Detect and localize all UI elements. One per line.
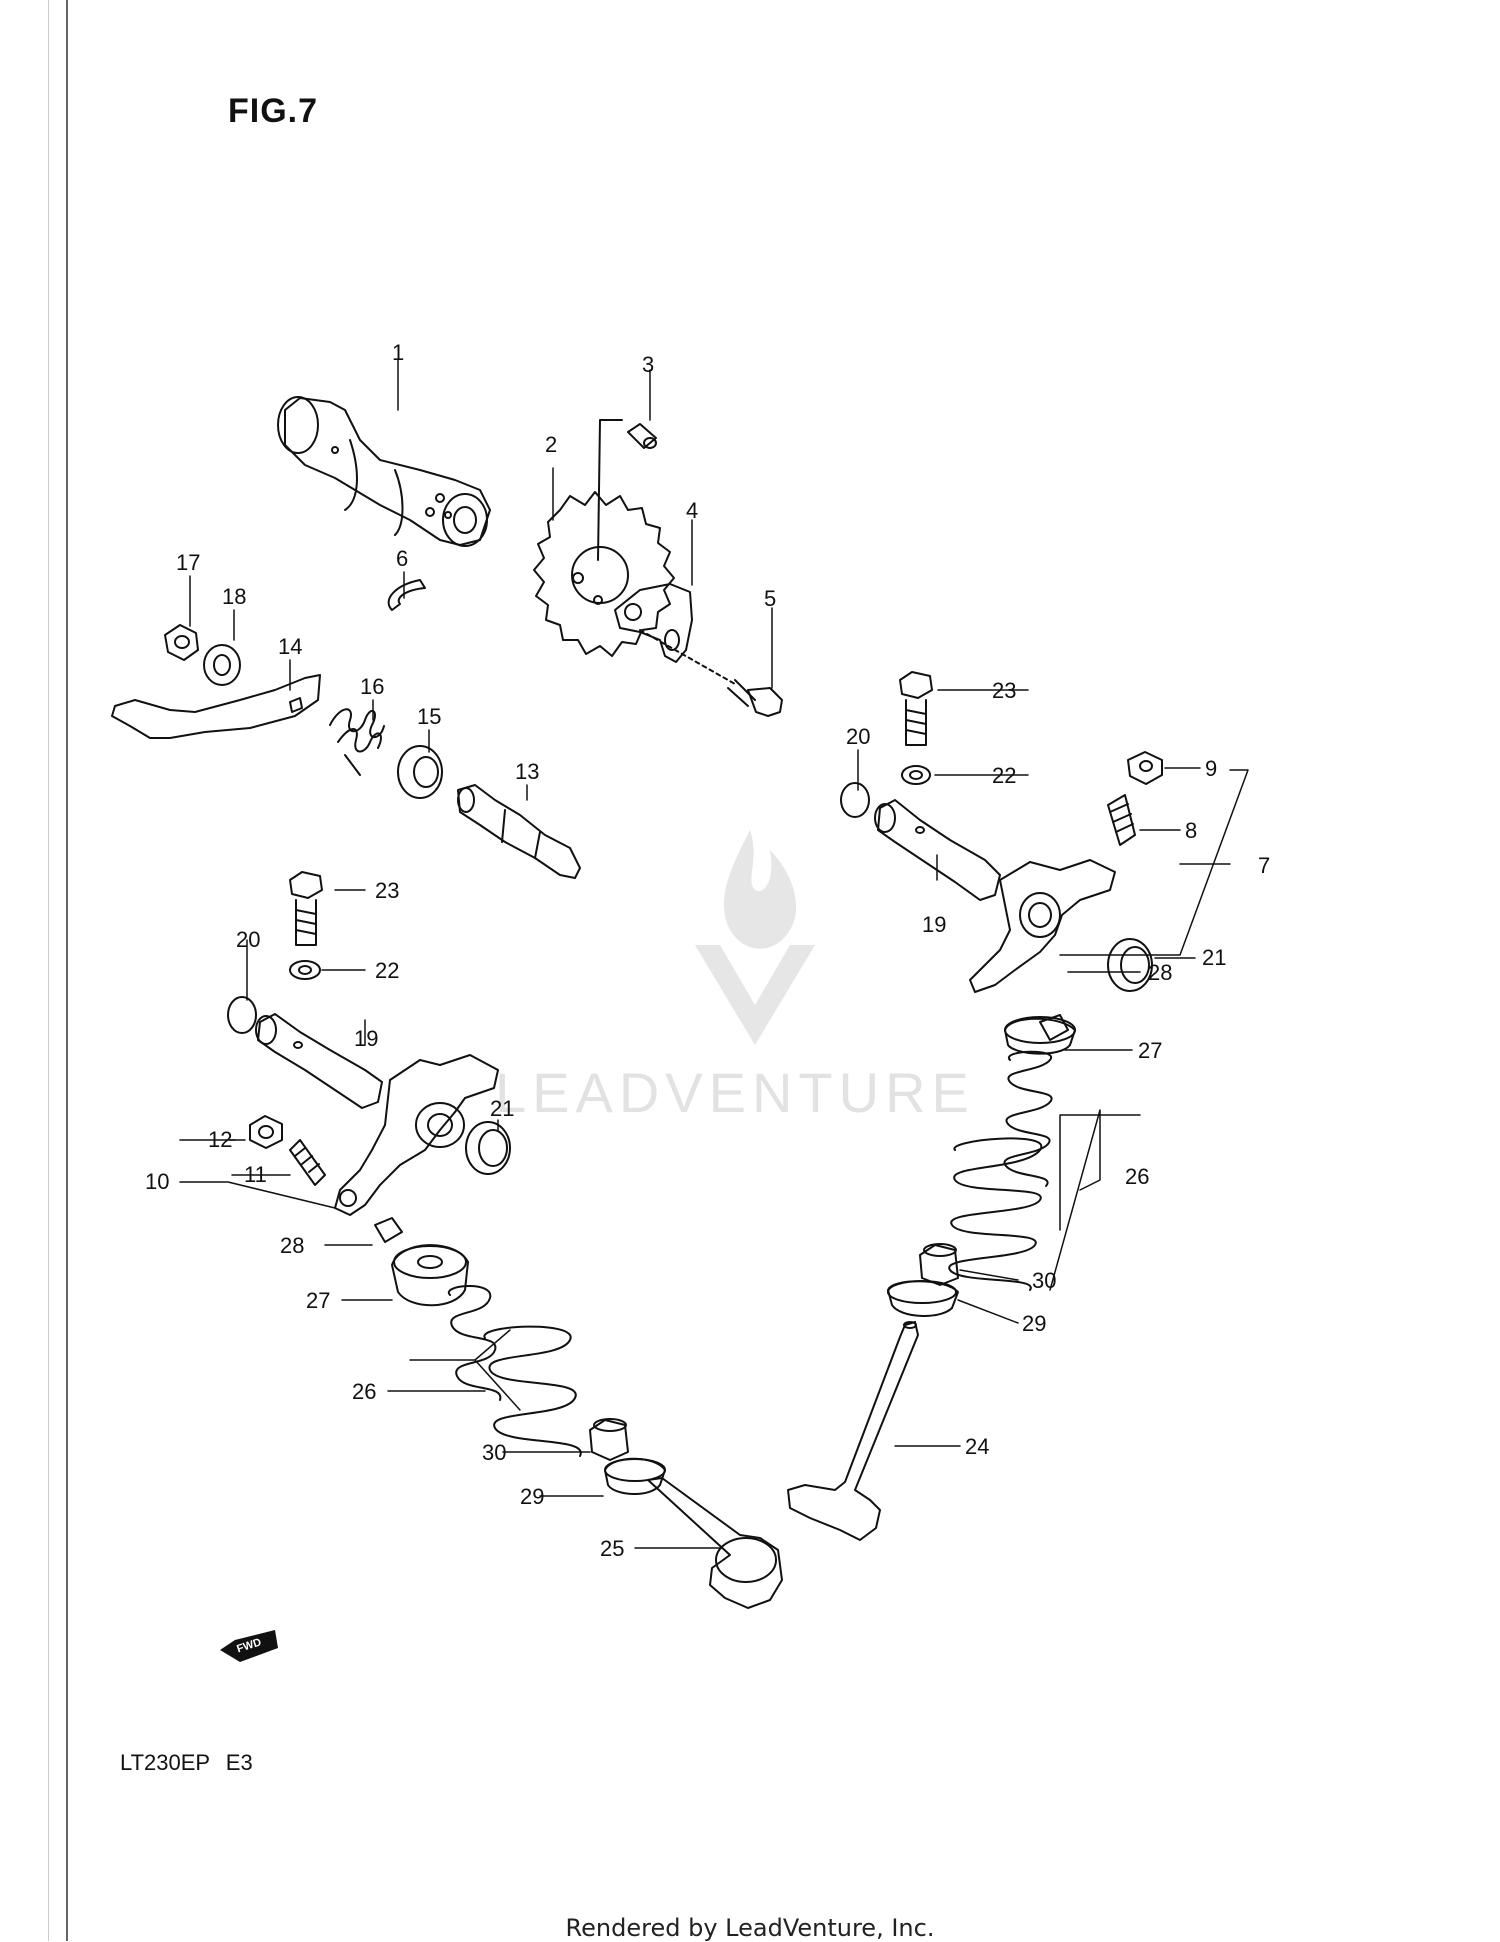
callout-10: 10 (145, 1169, 169, 1194)
callout-1: 1 (392, 340, 404, 365)
tappet-nut-right (1127, 751, 1163, 785)
rocker-shim-left (465, 1121, 511, 1175)
callout-5: 5 (764, 586, 776, 611)
washer-18 (203, 644, 241, 686)
valve-stem-seal-30-right (919, 1243, 959, 1286)
tappet-screw-right (1107, 794, 1136, 846)
spring-retainer-27-right (1004, 1016, 1076, 1055)
figure-title: FIG.7 (228, 92, 319, 130)
callout-2: 2 (545, 432, 557, 457)
callout-4: 4 (686, 498, 698, 523)
watermark-text: LEADVENTURE (495, 1061, 975, 1124)
callout-26-right: 26 (1125, 1164, 1149, 1189)
exhaust-valve-24 (787, 1321, 919, 1541)
callout-21-right: 21 (1202, 945, 1226, 970)
valve-springs-26-right (948, 1050, 1053, 1291)
scan-edge-line (48, 0, 49, 1941)
forward-direction-badge: FWD (220, 1630, 278, 1662)
callout-26-left: 26 (352, 1379, 376, 1404)
spring-seat-29-left (604, 1457, 666, 1495)
callout-19-right: 19 (922, 912, 946, 937)
rocker-shim-right (1107, 938, 1153, 992)
callout-15: 15 (417, 704, 441, 729)
callout-16: 16 (360, 674, 384, 699)
o-ring-20-right (840, 782, 870, 818)
spring-retainer-27-left (391, 1244, 469, 1307)
o-ring-20-left (227, 996, 257, 1034)
callout-27-right: 27 (1138, 1038, 1162, 1063)
decompression-shaft (457, 784, 581, 879)
page-margin-rule (66, 0, 68, 1941)
callout-13: 13 (515, 759, 539, 784)
rocker-shaft-right (874, 799, 1001, 901)
callout-7: 7 (1258, 853, 1270, 878)
leader-lines (179, 359, 1249, 1549)
model-code: LT230EP E3 (120, 1750, 253, 1775)
cam-sprocket-plate (614, 583, 693, 663)
callout-19-left: 19 (354, 1026, 378, 1051)
washer-22-left (289, 960, 321, 980)
callout-22-right: 22 (992, 763, 1016, 788)
rocker-shaft-left (255, 1013, 383, 1109)
callout-25: 25 (600, 1536, 624, 1561)
leader-3-to-sprocket (597, 419, 623, 561)
valve-springs-26-left (447, 1285, 582, 1457)
callout-29-left: 29 (520, 1484, 544, 1509)
callout-29-right: 29 (1022, 1311, 1046, 1336)
footer-credit: Rendered by LeadVenture, Inc. (565, 1914, 935, 1942)
callout-28-left: 28 (280, 1233, 304, 1258)
leadventure-watermark: LEADVENTURE (495, 830, 975, 1124)
callout-11: 11 (244, 1162, 267, 1187)
callout-17: 17 (176, 550, 200, 575)
callout-22-left: 22 (375, 958, 399, 983)
decompression-spring (329, 708, 385, 776)
rocker-arm-left (334, 1054, 499, 1216)
callout-28-right: 28 (1148, 960, 1172, 985)
rocker-shaft-bolt-right (899, 671, 933, 746)
tappet-screw-left (289, 1139, 326, 1186)
cam-clip (387, 579, 426, 611)
spring-seat-29-right (887, 1280, 959, 1317)
cam-sprocket-bolt (639, 629, 783, 717)
camshaft (277, 396, 491, 547)
callout-23-left: 23 (375, 878, 399, 903)
callout-9: 9 (1205, 756, 1217, 781)
rocker-arm-right (969, 859, 1116, 993)
oil-seal (397, 745, 443, 799)
decompression-lever (111, 674, 321, 739)
callout-24: 24 (965, 1434, 989, 1459)
callout-6: 6 (396, 546, 408, 571)
callout-18: 18 (222, 584, 246, 609)
washer-22-right (901, 765, 931, 785)
callout-20-right: 20 (846, 724, 870, 749)
cam-sprocket (533, 491, 675, 657)
callout-labels: 1 2 3 4 5 6 7 8 9 10 11 12 13 14 15 16 1… (145, 340, 1270, 1561)
nut-17 (164, 624, 199, 661)
callout-30-left: 30 (482, 1440, 506, 1465)
callout-3: 3 (642, 352, 654, 377)
tappet-nut-left (249, 1115, 283, 1149)
callout-30-right: 30 (1032, 1268, 1056, 1293)
callout-8: 8 (1185, 818, 1197, 843)
callout-27-left: 27 (306, 1288, 330, 1313)
intake-valve-25 (647, 1477, 783, 1609)
callout-23-right: 23 (992, 678, 1016, 703)
callout-21-left: 21 (490, 1096, 514, 1121)
dowel-pin (627, 423, 657, 449)
rocker-shaft-bolt-left (289, 871, 323, 946)
callout-14: 14 (278, 634, 302, 659)
callout-20-left: 20 (236, 927, 260, 952)
valve-stem-seal-30-left (589, 1418, 629, 1461)
callout-12: 12 (208, 1127, 232, 1152)
valve-cotter-28-left (374, 1217, 403, 1243)
